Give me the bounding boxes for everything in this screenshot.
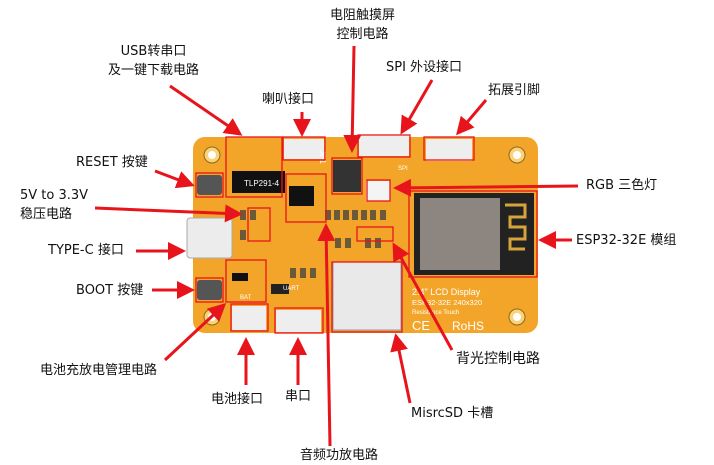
label-esp32: ESP32-32E 模组 (576, 233, 677, 248)
label-reset: RESET 按键 (76, 155, 148, 170)
board-touch-silk: Resistance Touch (412, 310, 459, 316)
annotation-arrows (94, 45, 579, 447)
ce-mark: CE (412, 318, 430, 333)
reset-switch (197, 175, 222, 195)
label-rgb: RGB 三色灯 (586, 178, 658, 193)
label-boot: BOOT 按键 (76, 283, 144, 298)
boot-switch (197, 280, 222, 300)
rohs-mark: RoHS (452, 319, 484, 333)
label-audio: 音频功放电路 (300, 448, 379, 463)
label-touch-circuit: 电阻触摸屏控制电路 (330, 8, 396, 42)
label-uart: 串口 (285, 389, 312, 404)
typec-port (186, 217, 233, 259)
label-speaker: 喇叭接口 (262, 92, 315, 107)
board-model-silk: ESP32-32E 240x320 (412, 298, 482, 307)
label-usb-serial: USB转串口及一键下载电路 (108, 44, 200, 78)
label-expand: 拓展引脚 (488, 83, 541, 98)
label-battery-mgmt: 电池充放电管理电路 (40, 363, 158, 378)
uart-silk: UART (283, 286, 300, 292)
jp1-silk: JP1 (318, 150, 327, 164)
label-backlight: 背光控制电路 (456, 351, 540, 367)
label-typec: TYPE-C 接口 (48, 243, 124, 258)
chip-silk: TLP291-4 (244, 179, 280, 188)
label-sd: MisrcSD 卡槽 (411, 406, 494, 421)
spi-silk: SPI (398, 166, 408, 172)
highlight-boxes (195, 134, 538, 334)
sd-slot (332, 261, 402, 331)
label-spi: SPI 外设接口 (386, 60, 463, 75)
board-title-silk: 2.4" LCD Display (412, 287, 481, 297)
label-battery-port: 电池接口 (211, 392, 264, 407)
bat-silk: BAT (240, 295, 252, 301)
